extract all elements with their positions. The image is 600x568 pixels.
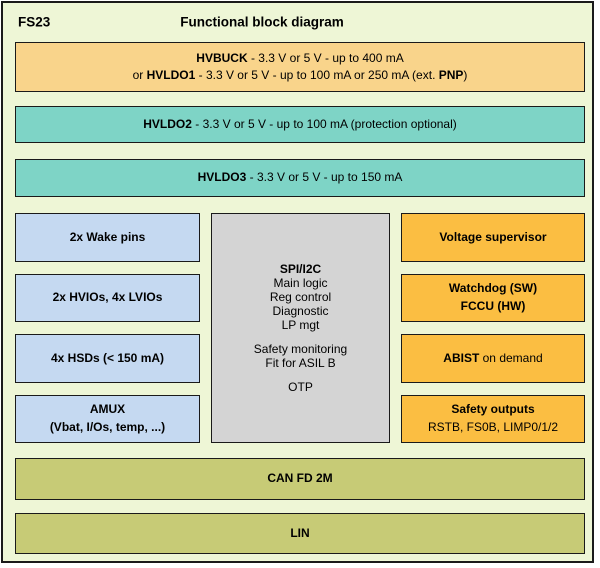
hvldo1-suffix: )	[463, 68, 468, 82]
hvbuck-line1: HVBUCK - 3.3 V or 5 V - up to 400 mA	[196, 50, 403, 67]
hsds-label: 4x HSDs (< 150 mA)	[50, 350, 165, 365]
otp-label: OTP	[288, 380, 313, 395]
amux-sources-label: (Vbat, I/Os, temp, ...)	[49, 419, 166, 434]
hvldo3-spec: - 3.3 V or 5 V - up to 150 mA	[246, 170, 403, 185]
lp-mgt-label: LP mgt	[281, 318, 320, 332]
hvbuck-spec: - 3.3 V or 5 V - up to 400 mA	[247, 50, 404, 65]
hsds-block: 4x HSDs (< 150 mA)	[15, 334, 200, 383]
safety-column: Voltage supervisor Watchdog (SW) FCCU (H…	[401, 213, 585, 443]
safety-monitoring-label: Safety monitoring	[253, 342, 348, 357]
spi-i2c-label: SPI/I2C	[279, 261, 322, 276]
pnp-label: PNP	[438, 68, 464, 82]
diagram-title: Functional block diagram	[180, 14, 344, 30]
middle-row: 2x Wake pins 2x HVIOs, 4x LVIOs 4x HSDs …	[15, 213, 585, 443]
safety-outputs-label: Safety outputs	[451, 402, 535, 417]
abist-line: ABIST on demand	[443, 350, 542, 367]
safety-outputs-block: Safety outputs RSTB, FS0B, LIMP0/1/2	[401, 394, 585, 443]
lin-label: LIN	[290, 525, 310, 540]
voltage-supervisor-label: Voltage supervisor	[439, 229, 547, 244]
diagnostic-label: Diagnostic	[272, 303, 329, 318]
amux-label: AMUX	[89, 402, 126, 417]
asil-b-label: Fit for ASIL B	[265, 356, 336, 371]
wake-pins-block: 2x Wake pins	[15, 213, 200, 262]
safety-signals-label: RSTB, FS0B, LIMP0/1/2	[427, 419, 559, 434]
core-block: SPI/I2C Main logic Reg control Diagnosti…	[211, 213, 390, 443]
fccu-label: FCCU (HW)	[460, 298, 526, 313]
main-logic-label: Main logic	[273, 275, 328, 290]
hvldo3-name: HVLDO3	[197, 170, 247, 185]
reg-control-label: Reg control	[269, 289, 332, 304]
wake-pins-label: 2x Wake pins	[69, 229, 146, 244]
core-functions-group: Main logic Reg control Diagnostic LP mgt	[270, 276, 331, 332]
otp-group: OTP	[288, 380, 313, 394]
hvldo2-spec: - 3.3 V or 5 V - up to 100 mA (protectio…	[191, 116, 457, 131]
hvldo1-prefix: or	[132, 68, 147, 82]
hvldo3-line: HVLDO3 - 3.3 V or 5 V - up to 150 mA	[198, 169, 403, 186]
diagram-header: FS23 Functional block diagram	[15, 3, 585, 41]
hvbuck-hvldo1-block: HVBUCK - 3.3 V or 5 V - up to 400 mA or …	[15, 42, 585, 92]
hvldo2-name: HVLDO2	[143, 116, 192, 131]
hvldo2-block: HVLDO2 - 3.3 V or 5 V - up to 100 mA (pr…	[15, 106, 585, 143]
abist-label: ABIST	[443, 350, 480, 365]
hvldo1-name: HVLDO1	[146, 68, 196, 82]
safety-group: Safety monitoring Fit for ASIL B	[254, 342, 347, 370]
hvldo1-line2: or HVLDO1 - 3.3 V or 5 V - up to 100 mA …	[133, 67, 468, 84]
can-fd-block: CAN FD 2M	[15, 458, 585, 500]
watchdog-fccu-block: Watchdog (SW) FCCU (HW)	[401, 273, 585, 322]
abist-block: ABIST on demand	[401, 334, 585, 383]
hvldo3-block: HVLDO3 - 3.3 V or 5 V - up to 150 mA	[15, 159, 585, 197]
hvios-lvios-block: 2x HVIOs, 4x LVIOs	[15, 273, 200, 322]
diagram-frame: FS23 Functional block diagram HVBUCK - 3…	[1, 1, 594, 563]
voltage-supervisor-block: Voltage supervisor	[401, 213, 585, 262]
hvbuck-name: HVBUCK	[196, 50, 248, 65]
abist-mode-label: on demand	[479, 350, 543, 365]
amux-block: AMUX (Vbat, I/Os, temp, ...)	[15, 394, 200, 443]
io-column: 2x Wake pins 2x HVIOs, 4x LVIOs 4x HSDs …	[15, 213, 200, 443]
hvldo1-spec: - 3.3 V or 5 V - up to 100 mA or 250 mA …	[195, 68, 439, 82]
hvldo2-line: HVLDO2 - 3.3 V or 5 V - up to 100 mA (pr…	[143, 116, 457, 133]
hvios-lvios-label: 2x HVIOs, 4x LVIOs	[52, 290, 163, 305]
lin-block: LIN	[15, 513, 585, 554]
watchdog-label: Watchdog (SW)	[448, 281, 538, 296]
can-fd-label: CAN FD 2M	[267, 471, 333, 486]
chip-label: FS23	[18, 14, 51, 30]
